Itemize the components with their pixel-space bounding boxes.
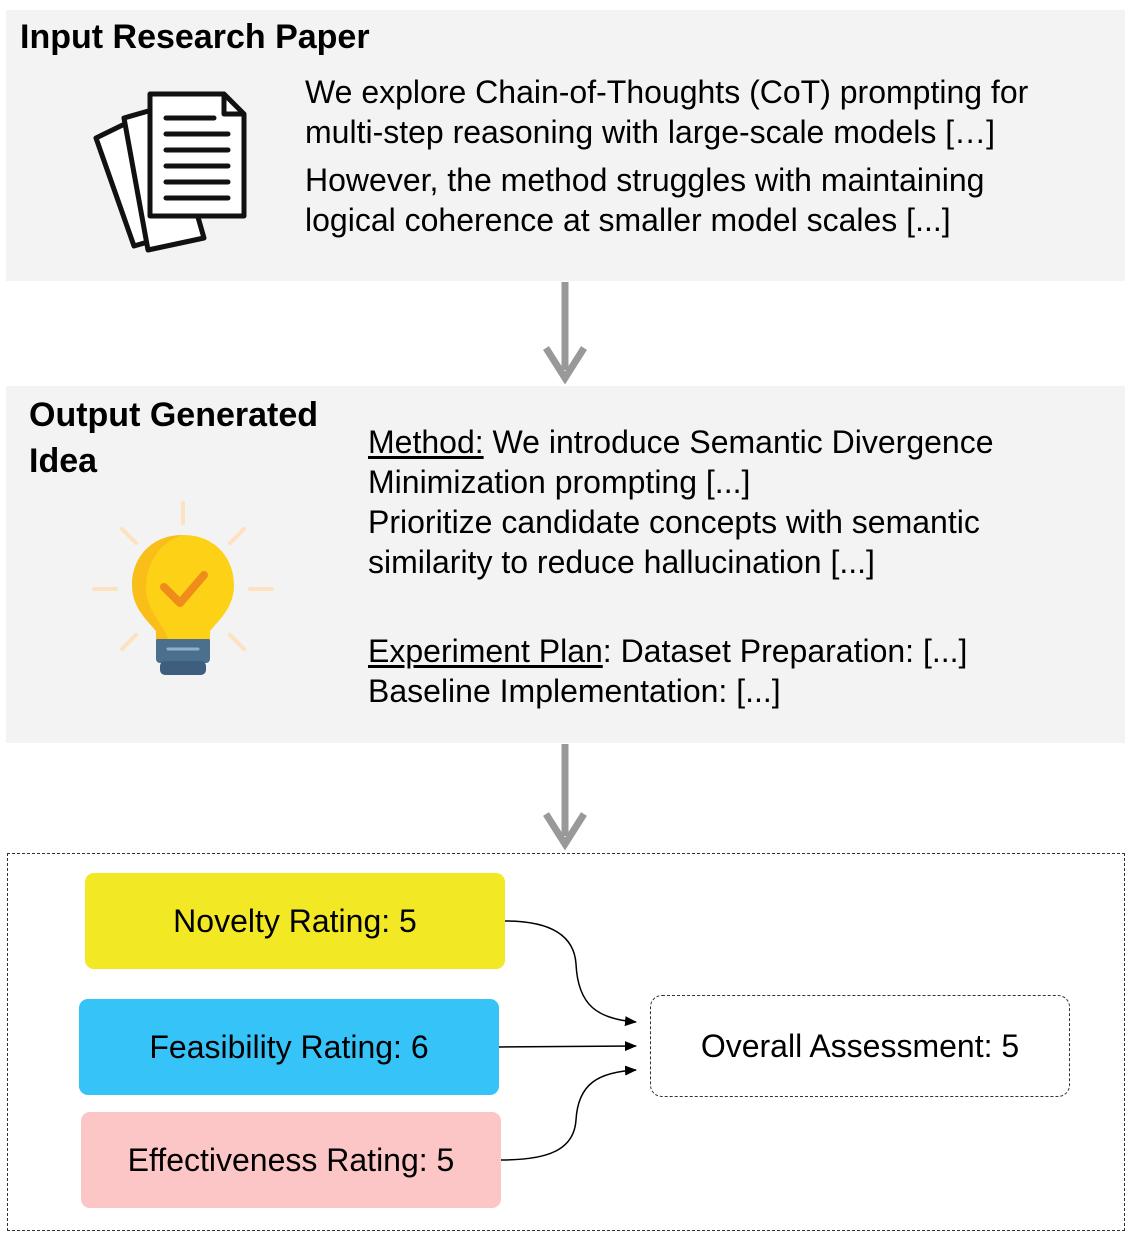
plan-text-line: Baseline Implementation: [...] bbox=[368, 673, 781, 709]
method-line: Method: We introduce Semantic Divergence bbox=[368, 422, 994, 462]
input-text-line: multi-step reasoning with large-scale mo… bbox=[305, 114, 996, 150]
down-arrow-icon bbox=[543, 282, 587, 385]
method-text-line: similarity to reduce hallucination [...] bbox=[368, 544, 875, 580]
input-panel-title: Input Research Paper bbox=[20, 18, 370, 56]
effectiveness-connector bbox=[500, 1065, 637, 1161]
overall-assessment-box: Overall Assessment: 5 bbox=[650, 995, 1070, 1097]
output-idea-panel: Output Generated Idea Method: We introdu… bbox=[6, 386, 1125, 743]
plan-line-rest: : Dataset Preparation: [...] bbox=[602, 633, 968, 669]
method-label: Method: bbox=[368, 424, 484, 460]
method-line-rest: We introduce Semantic Divergence bbox=[483, 424, 994, 460]
rating-area: Novelty Rating: 5 Feasibility Rating: 6 … bbox=[7, 853, 1125, 1231]
method-text-line: Prioritize candidate concepts with seman… bbox=[368, 504, 980, 540]
output-panel-title: Output Generated Idea bbox=[29, 396, 319, 480]
down-arrow-icon bbox=[543, 744, 587, 851]
input-text-line: logical coherence at smaller model scale… bbox=[305, 202, 951, 238]
rating-connectors bbox=[498, 920, 637, 1161]
novelty-rating-box: Novelty Rating: 5 bbox=[85, 873, 505, 969]
input-paper-panel: Input Research Paper We explore Chain-of… bbox=[6, 10, 1125, 281]
plan-line: Experiment Plan: Dataset Preparation: [.… bbox=[368, 631, 994, 671]
input-text-line: However, the method struggles with maint… bbox=[305, 162, 985, 198]
feasibility-connector bbox=[498, 1041, 637, 1052]
input-text-line: We explore Chain-of-Thoughts (CoT) promp… bbox=[305, 74, 1029, 110]
feasibility-rating-box: Feasibility Rating: 6 bbox=[79, 999, 499, 1095]
method-text-line: Minimization prompting [...] bbox=[368, 464, 751, 500]
output-idea-text: Method: We introduce Semantic Divergence… bbox=[368, 422, 994, 711]
novelty-connector bbox=[504, 920, 637, 1027]
document-stack-icon bbox=[93, 91, 247, 253]
plan-label: Experiment Plan bbox=[368, 633, 603, 669]
effectiveness-rating-box: Effectiveness Rating: 5 bbox=[81, 1112, 501, 1208]
input-paper-text: We explore Chain-of-Thoughts (CoT) promp… bbox=[305, 72, 1028, 240]
lightbulb-check-icon bbox=[92, 501, 274, 675]
